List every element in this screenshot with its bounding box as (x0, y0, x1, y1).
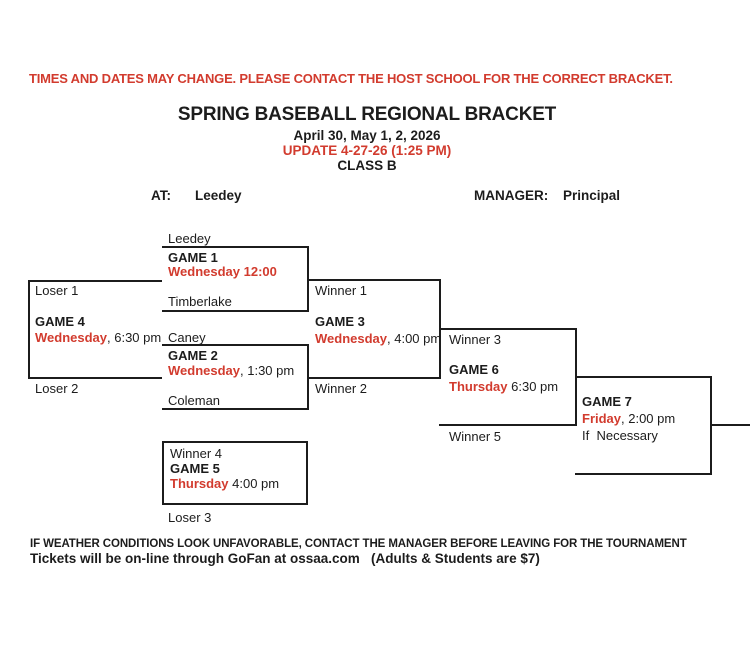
change-notice: TIMES AND DATES MAY CHANGE. PLEASE CONTA… (29, 71, 673, 86)
game2-seed-top: Caney (168, 330, 206, 345)
class-label: CLASS B (337, 158, 397, 173)
game1-top-line (162, 246, 309, 248)
manager-label: MANAGER: (474, 188, 549, 203)
game2-seed-bottom: Coleman (168, 393, 221, 408)
game4-top-line (28, 280, 162, 282)
game3-seed-bottom: Winner 2 (315, 381, 368, 396)
game3-time: , 4:00 pm (387, 331, 442, 346)
at-label: AT: (151, 188, 171, 203)
game6-top-line (439, 328, 577, 330)
game5-seed-top: Winner 4 (170, 446, 223, 461)
manager-name: Principal (563, 188, 621, 203)
game4-bottom-line (28, 377, 162, 379)
game2-day: Wednesday (168, 363, 241, 378)
game4-seed-top: Loser 1 (35, 283, 79, 298)
game7-bottom-line (575, 473, 712, 475)
game4-schedule: Wednesday, 6:30 pm (35, 330, 161, 345)
game6-label: GAME 6 (449, 362, 499, 377)
event-dates: April 30, May 1, 2, 2026 (293, 128, 441, 143)
weather-notice: IF WEATHER CONDITIONS LOOK UNFAVORABLE, … (30, 538, 687, 550)
game2-top-line (162, 344, 309, 346)
game5-day: Thursday (170, 476, 229, 491)
game4-label: GAME 4 (35, 314, 85, 329)
game6-day: Thursday (449, 379, 508, 394)
game7-schedule: Friday, 2:00 pm (582, 411, 675, 426)
game2-label: GAME 2 (168, 348, 218, 363)
game6-seed-bottom: Winner 5 (449, 429, 502, 444)
host-school: Leedey (195, 188, 242, 203)
game6-bottom-line (439, 424, 577, 426)
update-note: UPDATE 4-27-26 (1:25 PM) (282, 143, 452, 158)
game1-seed-top: Leedey (168, 231, 211, 246)
game3-seed-top: Winner 1 (315, 283, 368, 298)
game1-day: Wednesday 12:00 (168, 264, 277, 279)
game4-left-line (28, 280, 30, 379)
game1-seed-bottom: Timberlake (168, 294, 232, 309)
game3-bottom-line (307, 377, 441, 379)
game6-schedule: Thursday 6:30 pm (449, 379, 558, 394)
game3-top-line (307, 279, 441, 281)
game2-bottom-line (162, 408, 309, 410)
game2-time: , 1:30 pm (240, 363, 295, 378)
host-manager-row: AT: Leedey MANAGER: Principal (0, 188, 750, 204)
page-title: SPRING BASEBALL REGIONAL BRACKET (177, 104, 557, 125)
game7-label: GAME 7 (582, 394, 632, 409)
tickets-info: Tickets will be on-line through GoFan at… (30, 551, 540, 566)
game5-time: 4:00 pm (228, 476, 280, 491)
game3-day: Wednesday (315, 331, 388, 346)
game5-schedule: Thursday 4:00 pm (170, 476, 279, 491)
game4-day: Wednesday (35, 330, 108, 345)
champion-line (710, 424, 750, 426)
game5-seed-bottom: Loser 3 (168, 510, 212, 525)
game6-time: 6:30 pm (507, 379, 559, 394)
game1-label: GAME 1 (168, 250, 218, 265)
game1-bottom-line (162, 310, 309, 312)
game4-time: , 6:30 pm (107, 330, 162, 345)
game6-seed-top: Winner 3 (449, 332, 502, 347)
game4-seed-bottom: Loser 2 (35, 381, 79, 396)
game3-schedule: Wednesday, 4:00 pm (315, 331, 441, 346)
game3-label: GAME 3 (315, 314, 365, 329)
game5-box (162, 441, 308, 505)
game7-note: If Necessary (582, 428, 658, 443)
game2-schedule: Wednesday, 1:30 pm (168, 363, 294, 378)
game1-schedule: Wednesday 12:00 (168, 264, 277, 279)
game5-label: GAME 5 (170, 461, 220, 476)
game7-time: , 2:00 pm (621, 411, 676, 426)
game7-day: Friday (582, 411, 622, 426)
game7-top-line (575, 376, 712, 378)
